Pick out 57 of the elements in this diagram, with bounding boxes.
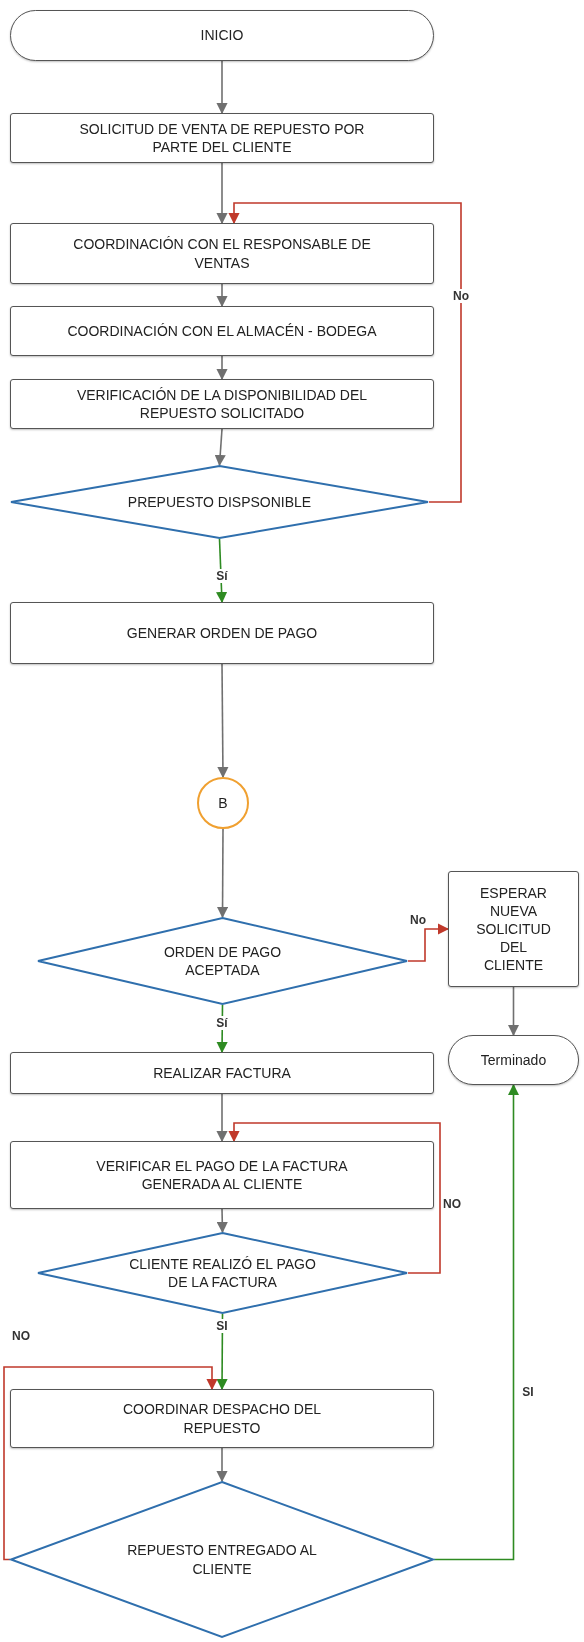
terminal-shape	[10, 10, 434, 61]
edge-label: NO	[10, 1329, 32, 1343]
process-box	[10, 602, 434, 664]
node-label: REALIZAR FACTURA	[152, 1063, 292, 1083]
decision-diamond	[10, 465, 429, 539]
arrow	[216, 60, 228, 115]
arrow	[216, 538, 228, 604]
decision-diamond	[10, 1481, 434, 1638]
node-label: COORDINAR DESPACHO DEL REPUESTO	[121, 1400, 323, 1437]
edge-label: SI	[520, 1385, 536, 1399]
connector-circle	[197, 777, 249, 829]
node-label: GENERAR ORDEN DE PAGO	[125, 623, 319, 643]
arrow	[433, 1083, 520, 1561]
process-box	[10, 1141, 434, 1209]
node-label: ORDEN DE PAGO ACEPTADA	[162, 942, 283, 980]
decision-diamond	[37, 1232, 408, 1314]
arrow	[228, 1122, 441, 1274]
node-label: SOLICITUD DE VENTA DE REPUESTO POR PARTE DEL CLIENTE	[78, 119, 366, 157]
node-label: PREPUESTO DISPSONIBLE	[126, 492, 313, 512]
process-box	[10, 306, 434, 356]
edge-label: No	[408, 913, 428, 927]
arrow	[228, 202, 462, 503]
edge-label: Sí	[214, 1016, 230, 1030]
arrow	[216, 828, 229, 919]
edge-label: NO	[441, 1197, 463, 1211]
arrow	[216, 162, 228, 225]
edge-label: No	[451, 289, 471, 303]
arrow	[216, 1208, 228, 1234]
arrow	[216, 355, 228, 381]
node-label: VERIFICAR EL PAGO DE LA FACTURA GENERADA AL CLIENTE	[95, 1156, 349, 1194]
arrow	[3, 1366, 218, 1561]
node-label: REPUESTO ENTREGADO AL CLIENTE	[126, 1541, 318, 1578]
terminal-shape	[448, 1035, 579, 1085]
node-label: CLIENTE REALIZÓ EL PAGO DE LA FACTURA	[128, 1254, 317, 1292]
arrow	[216, 1093, 228, 1143]
node-label: INICIO	[199, 26, 245, 45]
decision-diamond	[37, 917, 408, 1005]
node-label: ESPERAR NUEVA SOLICITUD DEL CLIENTE	[475, 883, 552, 975]
arrow	[216, 1447, 228, 1483]
process-box	[10, 1389, 434, 1448]
arrow	[507, 986, 520, 1037]
process-box	[10, 379, 434, 429]
node-label: Terminado	[479, 1050, 548, 1070]
process-box	[10, 1052, 434, 1094]
process-box	[448, 871, 579, 987]
arrow	[214, 428, 226, 467]
node-label: COORDINACIÓN CON EL RESPONSABLE DE VENTAS	[72, 235, 372, 272]
node-label: VERIFICACIÓN DE LA DISPONIBILIDAD DEL REPUESTO SOLICITADO	[75, 385, 369, 423]
process-box	[10, 223, 434, 284]
node-label: B	[218, 793, 228, 813]
arrow	[216, 283, 228, 308]
edge-label: Sí	[214, 569, 230, 583]
node-label: COORDINACIÓN CON EL ALMACÉN - BODEGA	[66, 321, 378, 341]
arrow	[217, 663, 229, 779]
edge-label: SI	[214, 1319, 230, 1333]
process-box	[10, 113, 434, 163]
arrow	[407, 923, 450, 962]
